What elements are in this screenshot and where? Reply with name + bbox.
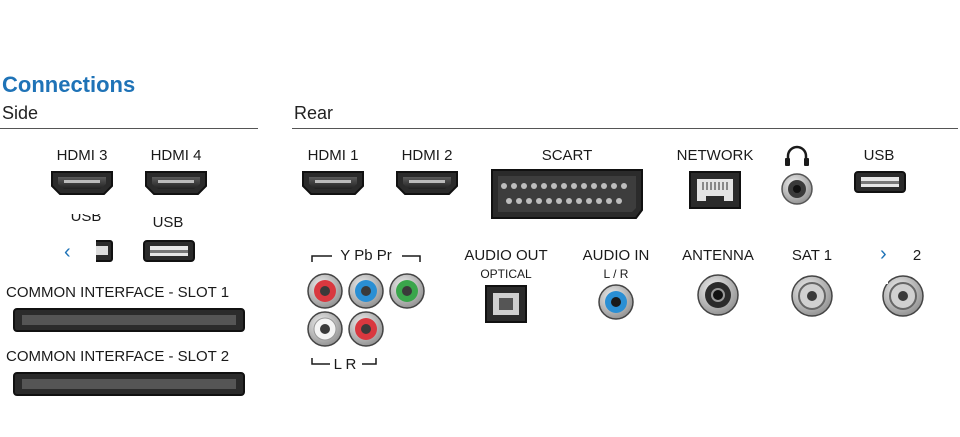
ci-slot2[interactable] xyxy=(13,372,245,396)
rca-right-red[interactable] xyxy=(348,311,384,347)
rca-left-white[interactable] xyxy=(307,311,343,347)
ypbpr-label: Y Pb Pr xyxy=(340,247,392,264)
rca-pb-blue[interactable] xyxy=(348,273,384,309)
ypbpr-bracket xyxy=(311,255,421,262)
usb-partial-label: USB xyxy=(70,214,102,225)
antenna-port[interactable] xyxy=(697,274,739,316)
audio-out-label: AUDIO OUT xyxy=(464,247,548,264)
optical-port[interactable] xyxy=(485,285,527,323)
optical-label: OPTICAL xyxy=(480,267,532,281)
hdmi3-port[interactable] xyxy=(51,171,113,195)
hdmi1-label: HDMI 1 xyxy=(307,147,359,164)
hdmi4-label: HDMI 4 xyxy=(150,147,202,164)
audio-in-label: AUDIO IN xyxy=(582,247,650,264)
slot1-label: COMMON INTERFACE - SLOT 1 xyxy=(6,284,230,301)
chevron-left-icon[interactable]: ‹ xyxy=(64,241,71,263)
hdmi3-label: HDMI 3 xyxy=(56,147,108,164)
network-port[interactable] xyxy=(689,171,741,209)
audio-in-jack[interactable] xyxy=(598,284,634,320)
hdmi2-label: HDMI 2 xyxy=(401,147,453,164)
hdmi2-port[interactable] xyxy=(396,171,458,195)
antenna-label: ANTENNA xyxy=(682,247,754,264)
scart-label: SCART xyxy=(541,147,593,164)
audio-in-sub-label: L / R xyxy=(603,267,629,281)
network-label: NETWORK xyxy=(676,147,754,164)
ci-slot1[interactable] xyxy=(13,308,245,332)
hdmi1-port[interactable] xyxy=(302,171,364,195)
page-title: Connections xyxy=(2,72,136,97)
scart-port[interactable] xyxy=(491,169,643,219)
rear-divider xyxy=(292,128,958,129)
headphone-jack[interactable] xyxy=(781,173,813,205)
section-side-label: Side xyxy=(2,103,39,123)
side-divider xyxy=(0,128,258,129)
section-rear-label: Rear xyxy=(294,103,334,123)
rca-pr-red[interactable] xyxy=(307,273,343,309)
lr-label: L R xyxy=(333,356,357,373)
side-usb-port[interactable] xyxy=(143,240,195,262)
rca-y-green[interactable] xyxy=(389,273,425,309)
lr-bracket xyxy=(311,358,377,365)
sat1-label: SAT 1 xyxy=(791,247,833,264)
rear-usb-port[interactable] xyxy=(854,171,906,193)
chevron-right-icon[interactable]: › xyxy=(880,243,887,265)
rear-usb-label: USB xyxy=(863,147,895,164)
side-usb-label: USB xyxy=(152,214,184,231)
usb-partial-clip: USB xyxy=(66,214,108,230)
sat1-port[interactable] xyxy=(791,275,833,317)
headphone-icon xyxy=(785,145,809,166)
slot2-label: COMMON INTERFACE - SLOT 2 xyxy=(6,348,230,365)
sat2-port-partial[interactable] xyxy=(870,270,924,317)
hdmi4-port[interactable] xyxy=(145,171,207,195)
side-usb-partial-port[interactable] xyxy=(86,238,113,264)
sat2-partial-label: 2 xyxy=(912,247,922,264)
